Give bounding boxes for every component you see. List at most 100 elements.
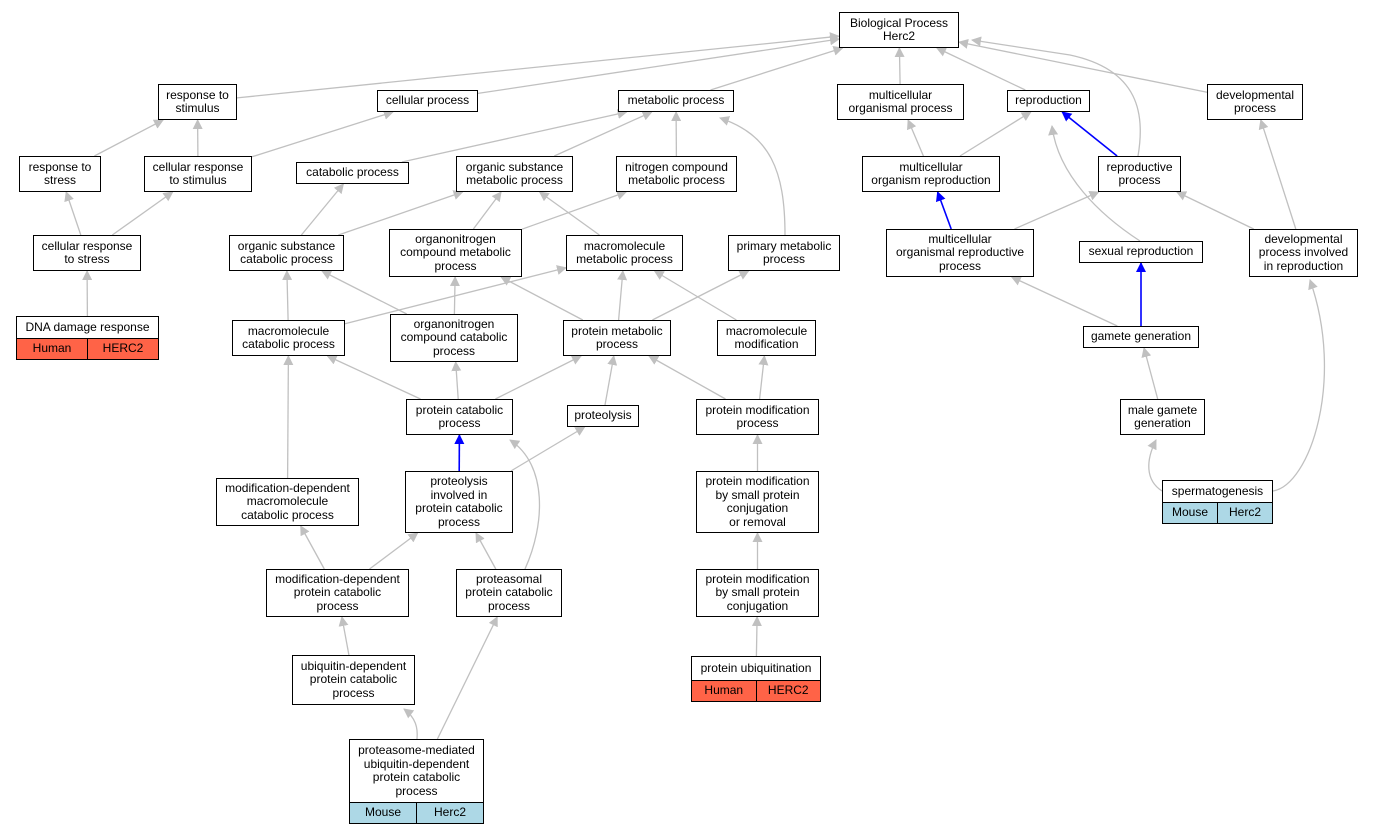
annotation-gene: HERC2 — [87, 339, 158, 359]
edge-maccp-to-oscp — [282, 270, 293, 321]
node-label: protein metabolic process — [571, 323, 663, 351]
node-ncmp[interactable]: nitrogen compound metabolic process — [616, 156, 737, 192]
node-label: protein modification by small protein co… — [705, 474, 810, 529]
node-label: macromolecule metabolic process — [576, 238, 673, 266]
edge-prot-to-protmp — [604, 355, 618, 406]
node-label: proteolysis involved in protein cataboli… — [415, 474, 503, 529]
node-morp[interactable]: multicellular organismal reproductive pr… — [886, 229, 1034, 277]
edge-protmp-to-pmp — [652, 270, 750, 321]
node-pmodp[interactable]: protein modification process — [696, 399, 819, 435]
node-pcp[interactable]: protein catabolic process — [406, 399, 513, 435]
node-protmp[interactable]: protein metabolic process — [563, 320, 671, 356]
edge-pcp-to-maccp — [326, 355, 421, 400]
node-label: reproductive process — [1106, 159, 1173, 187]
edge-sr-to-rep — [1048, 125, 1141, 242]
node-crstress[interactable]: cellular response to stress — [33, 235, 141, 271]
node-label: multicellular organismal process — [848, 87, 953, 115]
edge-oncmp-to-osmp — [472, 191, 502, 230]
edge-maccp-to-macmp — [344, 265, 567, 325]
annotation-row: Mouse Herc2 — [1163, 502, 1272, 523]
node-label: protein modification by small protein co… — [705, 571, 810, 613]
node-dpir[interactable]: developmental process involved in reprod… — [1249, 229, 1358, 277]
node-label: sexual reproduction — [1088, 244, 1194, 259]
node-bp[interactable]: Biological Process Herc2 — [839, 12, 959, 48]
edge-onccp-to-oscp — [321, 270, 407, 315]
node-label: macromolecule modification — [725, 323, 808, 351]
node-prot[interactable]: proteolysis — [567, 405, 639, 427]
node-mp[interactable]: metabolic process — [618, 90, 734, 112]
edge-morp-to-mor — [936, 191, 952, 230]
node-macmod[interactable]: macromolecule modification — [717, 320, 816, 356]
node-pipcp[interactable]: proteolysis involved in protein cataboli… — [405, 471, 513, 533]
node-dev[interactable]: developmental process — [1207, 84, 1303, 120]
node-crs[interactable]: cellular response to stimulus — [144, 156, 252, 192]
node-label: proteasome-mediated ubiquitin-dependent … — [358, 743, 475, 798]
node-maccp[interactable]: macromolecule catabolic process — [232, 320, 345, 356]
node-label: proteasomal protein catabolic process — [465, 571, 553, 613]
node-oncmp[interactable]: organonitrogen compound metabolic proces… — [389, 229, 522, 277]
node-label: male gamete generation — [1127, 402, 1198, 430]
edge-oscp-to-catp — [300, 183, 345, 236]
node-label: primary metabolic process — [736, 238, 832, 266]
node-cp[interactable]: cellular process — [377, 90, 478, 112]
node-catp[interactable]: catabolic process — [296, 162, 409, 184]
node-pmp[interactable]: primary metabolic process — [728, 235, 840, 271]
node-oscp[interactable]: organic substance catabolic process — [229, 235, 344, 271]
node-label: nitrogen compound metabolic process — [625, 159, 728, 187]
edge-mop-to-bp — [894, 47, 905, 85]
annotation-gene: Herc2 — [1217, 503, 1272, 523]
node-rp[interactable]: reproductive process — [1098, 156, 1181, 192]
node-rtstress[interactable]: response to stress — [19, 156, 101, 192]
edge-rep-to-bp — [935, 47, 1026, 91]
edge-rtstress-to-rts — [94, 119, 164, 157]
node-pmspcr[interactable]: protein modification by small protein co… — [696, 471, 819, 533]
annotation-species: Mouse — [1171, 505, 1209, 520]
node-propcp[interactable]: proteasomal protein catabolic process — [456, 569, 562, 617]
edge-rts-to-bp — [236, 32, 840, 99]
node-mdmcp[interactable]: modification-dependent macromolecule cat… — [216, 478, 359, 526]
edge-gg-to-morp — [1010, 276, 1118, 327]
node-label: protein ubiquitination — [700, 660, 812, 675]
node-label: DNA damage response — [25, 319, 150, 334]
edge-oncmp-to-ncmp — [521, 190, 628, 230]
edge-mor-to-mop — [907, 119, 924, 157]
edge-rp-to-rep — [1061, 111, 1118, 157]
edge-crstress-to-rtstress — [64, 191, 82, 236]
annotation-species: Human — [32, 341, 72, 356]
node-osmp[interactable]: organic substance metabolic process — [456, 156, 573, 192]
node-mgg[interactable]: male gamete generation — [1120, 399, 1205, 435]
edge-pmudpcp-to-propcp — [436, 616, 498, 740]
node-label: cellular response to stimulus — [152, 159, 244, 187]
node-sr[interactable]: sexual reproduction — [1079, 241, 1203, 263]
annotation-row: Human HERC2 — [17, 338, 158, 359]
edge-onccp-to-oncmp — [449, 276, 460, 315]
edge-crstress-to-crs — [111, 191, 174, 236]
edge-dpir-to-rp — [1175, 191, 1254, 230]
node-label: modification-dependent protein catabolic… — [275, 571, 400, 613]
edge-mdpcp-to-mdmcp — [300, 525, 325, 570]
edge-pcp-to-onccp — [451, 361, 462, 400]
node-pmspc[interactable]: protein modification by small protein co… — [696, 569, 819, 617]
node-rts[interactable]: response to stimulus — [158, 84, 237, 120]
node-label: developmental process — [1215, 87, 1295, 115]
node-label: protein modification process — [705, 402, 810, 430]
node-gg[interactable]: gamete generation — [1083, 326, 1199, 348]
edge-sperm-to-dpir — [1272, 279, 1326, 492]
node-mdpcp[interactable]: modification-dependent protein catabolic… — [266, 569, 409, 617]
node-onccp[interactable]: organonitrogen compound catabolic proces… — [390, 314, 518, 362]
node-pmudpcp[interactable]: proteasome-mediated ubiquitin-dependent … — [349, 739, 484, 824]
node-label: proteolysis — [574, 408, 632, 423]
node-mop[interactable]: multicellular organismal process — [837, 84, 964, 120]
node-macmp[interactable]: macromolecule metabolic process — [566, 235, 683, 271]
node-mor[interactable]: multicellular organism reproduction — [862, 156, 1000, 192]
node-label: cellular response to stress — [41, 238, 133, 266]
edge-pmudpcp-to-udpcp — [403, 708, 418, 740]
edge-mor-to-rep — [959, 111, 1032, 157]
node-rep[interactable]: reproduction — [1007, 90, 1090, 112]
node-udpcp[interactable]: ubiquitin-dependent protein catabolic pr… — [292, 655, 415, 705]
